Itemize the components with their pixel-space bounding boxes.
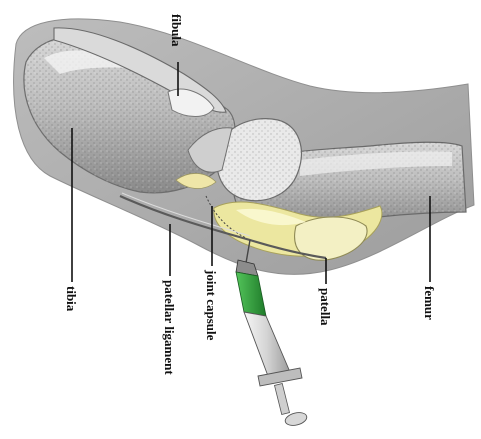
syringe-green-tip <box>236 272 266 316</box>
femur-label: femur <box>422 286 437 320</box>
tibia-label: tibia <box>64 286 79 312</box>
fibula-label: fibula <box>169 14 184 47</box>
syringe-plunger-rod <box>274 383 289 414</box>
patellar-ligament-label: patellar ligament <box>162 280 177 375</box>
joint-capsule-label: joint capsule <box>204 269 219 341</box>
patella-label: patella <box>318 288 333 326</box>
syringe-barrel <box>244 312 290 376</box>
